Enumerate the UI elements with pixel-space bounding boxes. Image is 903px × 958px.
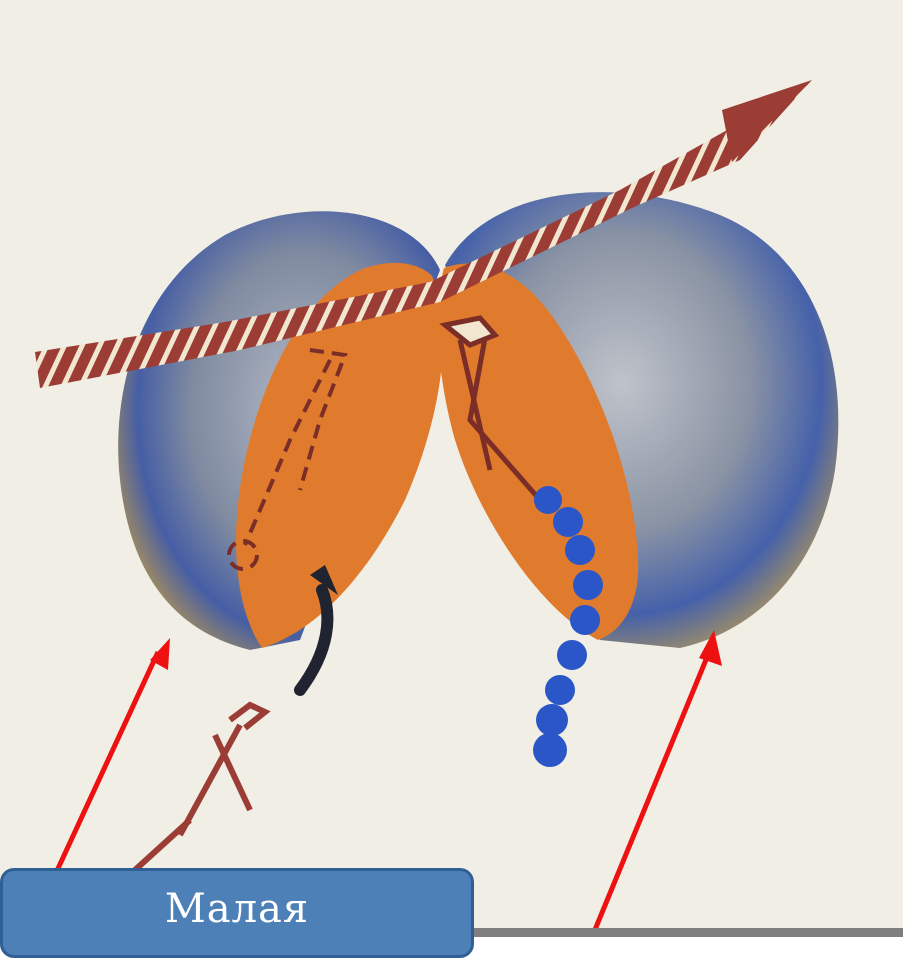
subunit-label: Малая [0, 886, 474, 932]
bottom-bar [474, 928, 903, 937]
figure [0, 0, 903, 937]
ribosome-illustration [0, 0, 903, 937]
